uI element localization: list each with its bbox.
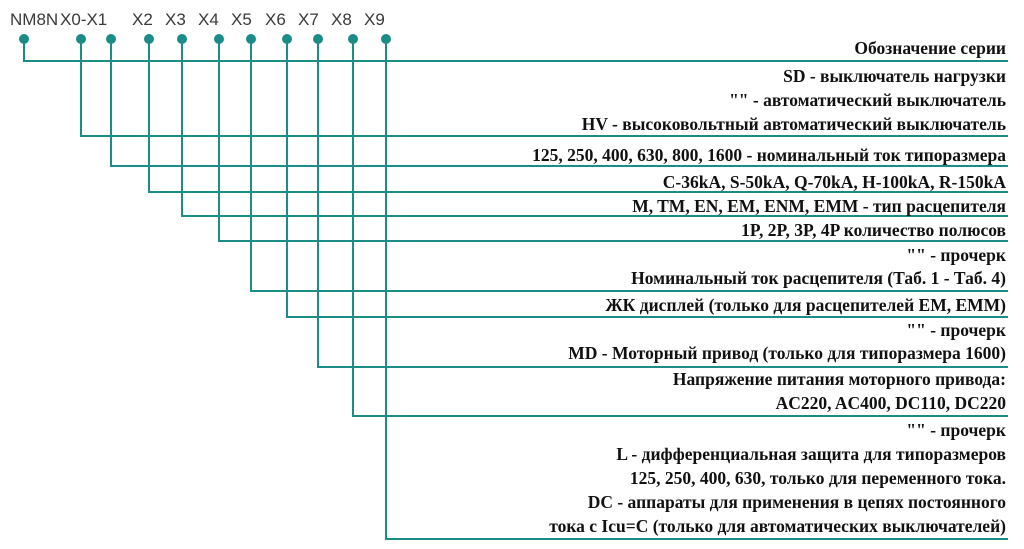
code-label-x6: X6 (265, 10, 286, 29)
desc-x9-line-4: DC - аппараты для применения в цепях пос… (588, 492, 1007, 512)
code-label-x8: X8 (331, 10, 352, 29)
desc-x9-line-3: 125, 250, 400, 630, только для переменно… (630, 468, 1006, 488)
code-label-x5: X5 (231, 10, 252, 29)
connector-x4-dot (214, 34, 224, 44)
connector-x6-line (286, 39, 1008, 318)
desc-x01-line-2: "" - автоматический выключатель (729, 90, 1006, 110)
desc-x7-line-1: "" - прочерк (906, 320, 1006, 340)
desc-x2: C-36kA, S-50kA, Q-70kA, H-100kA, R-150kA (663, 172, 1007, 192)
desc-x3: M, TM, EN, EM, ENM, EMM - тип расцепител… (632, 196, 1006, 216)
desc-x8-line-2: AC220, AC400, DC110, DC220 (776, 393, 1007, 413)
code-label-x9: X9 (364, 10, 385, 29)
desc-x9-line-2: L - дифференциальная защита для типоразм… (616, 444, 1006, 464)
connector-x7-line (317, 39, 1008, 368)
connector-x0-x1-right-dot (106, 34, 116, 44)
desc-rated-current: 125, 250, 400, 630, 800, 1600 - номиналь… (532, 145, 1006, 165)
connector-x9-line (385, 39, 1008, 540)
code-label-x2: X2 (132, 10, 153, 29)
connector-x0-x1-left-dot (76, 34, 86, 44)
code-label-x7: X7 (298, 10, 319, 29)
desc-x6: ЖК дисплей (только для расцепителей EM, … (605, 295, 1006, 315)
connector-x0-x1-right-line (110, 39, 1008, 167)
desc-x01-line-1: SD - выключатель нагрузки (783, 66, 1006, 86)
connector-x2-line (148, 39, 1008, 193)
connector-x9-dot (381, 34, 391, 44)
desc-x7-line-2: MD - Моторный привод (только для типораз… (568, 343, 1006, 363)
desc-x8-line-1: Напряжение питания моторного привода: (673, 369, 1006, 389)
connector-nm8n-dot (19, 34, 29, 44)
desc-x5-line-1: "" - прочерк (906, 245, 1006, 265)
code-label-x0-x1: X0-X1 (60, 10, 107, 29)
connector-nm8n-line (23, 39, 1008, 62)
connector-x6-dot (282, 34, 292, 44)
desc-x5-line-2: Номинальный ток расцепителя (Таб. 1 - Та… (631, 268, 1006, 288)
desc-x01-line-3: HV - высоковольтный автоматический выклю… (582, 114, 1006, 134)
connector-x3-line (181, 39, 1008, 217)
connector-x2-dot (144, 34, 154, 44)
connector-lines (23, 39, 1008, 540)
connector-x4-line (218, 39, 1008, 242)
desc-series: Обозначение серии (854, 38, 1006, 58)
code-label-x3: X3 (165, 10, 186, 29)
connector-x0-x1-left-line (80, 39, 1008, 137)
code-label-x4: X4 (198, 10, 219, 29)
connector-x5-line (250, 39, 1008, 292)
desc-x9-line-1: "" - прочерк (906, 420, 1006, 440)
desc-x4: 1P, 2P, 3P, 4P количество полюсов (741, 220, 1006, 240)
connector-x8-dot (348, 34, 358, 44)
connector-x5-dot (246, 34, 256, 44)
code-label-nm8n: NM8N (10, 10, 58, 29)
connector-x8-line (352, 39, 1008, 417)
connector-x3-dot (177, 34, 187, 44)
connector-x7-dot (313, 34, 323, 44)
connector-dots (19, 34, 391, 44)
desc-x9-line-5: тока с Icu=C (только для автоматических … (549, 516, 1006, 536)
